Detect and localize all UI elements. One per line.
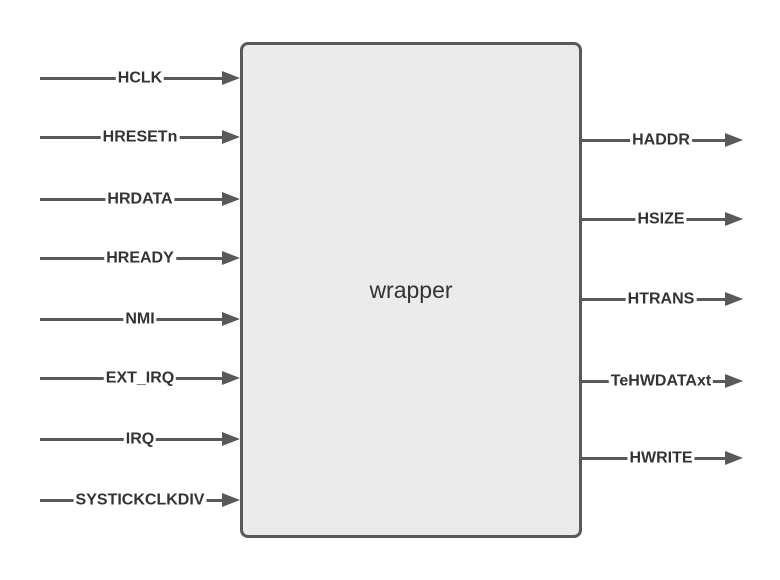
signal-label: HRDATA	[105, 189, 175, 209]
input-signal-systickclkdiv: SYSTICKCLKDIV	[40, 489, 240, 511]
signal-label: EXT_IRQ	[103, 368, 177, 388]
arrowhead-icon	[725, 374, 743, 388]
arrowhead-icon	[222, 432, 240, 446]
arrowhead-icon	[222, 130, 240, 144]
signal-label: IRQ	[123, 429, 157, 449]
signal-label: HTRANS	[625, 289, 697, 309]
signal-label: TeHWDATAxt	[608, 371, 714, 391]
signal-label: HRESETn	[100, 127, 180, 147]
signal-label: HWRITE	[627, 448, 695, 468]
output-signal-htrans: HTRANS	[579, 288, 743, 310]
arrowhead-icon	[725, 212, 743, 226]
input-signal-hrdata: HRDATA	[40, 188, 240, 210]
signal-label: HREADY	[104, 248, 176, 268]
signal-label: SYSTICKCLKDIV	[73, 490, 207, 510]
arrowhead-icon	[725, 133, 743, 147]
arrowhead-icon	[222, 493, 240, 507]
output-signal-hsize: HSIZE	[579, 208, 743, 230]
input-signal-hready: HREADY	[40, 247, 240, 269]
arrowhead-icon	[222, 312, 240, 326]
wrapper-block: wrapper	[240, 42, 582, 538]
output-signal-tehwdataxt: TeHWDATAxt	[579, 370, 743, 392]
input-signal-nmi: NMI	[40, 308, 240, 330]
output-signal-haddr: HADDR	[579, 129, 743, 151]
input-signal-irq: IRQ	[40, 428, 240, 450]
signal-label: NMI	[123, 309, 157, 329]
arrowhead-icon	[725, 292, 743, 306]
arrowhead-icon	[222, 192, 240, 206]
arrowhead-icon	[222, 71, 240, 85]
input-signal-hresetn: HRESETn	[40, 126, 240, 148]
signal-label: HADDR	[630, 130, 692, 150]
arrowhead-icon	[222, 251, 240, 265]
input-signal-hclk: HCLK	[40, 67, 240, 89]
arrowhead-icon	[725, 451, 743, 465]
arrowhead-icon	[222, 371, 240, 385]
signal-label: HSIZE	[635, 209, 687, 229]
input-signal-ext-irq: EXT_IRQ	[40, 367, 240, 389]
signal-label: HCLK	[115, 68, 165, 88]
output-signal-hwrite: HWRITE	[579, 447, 743, 469]
block-label: wrapper	[369, 276, 453, 303]
